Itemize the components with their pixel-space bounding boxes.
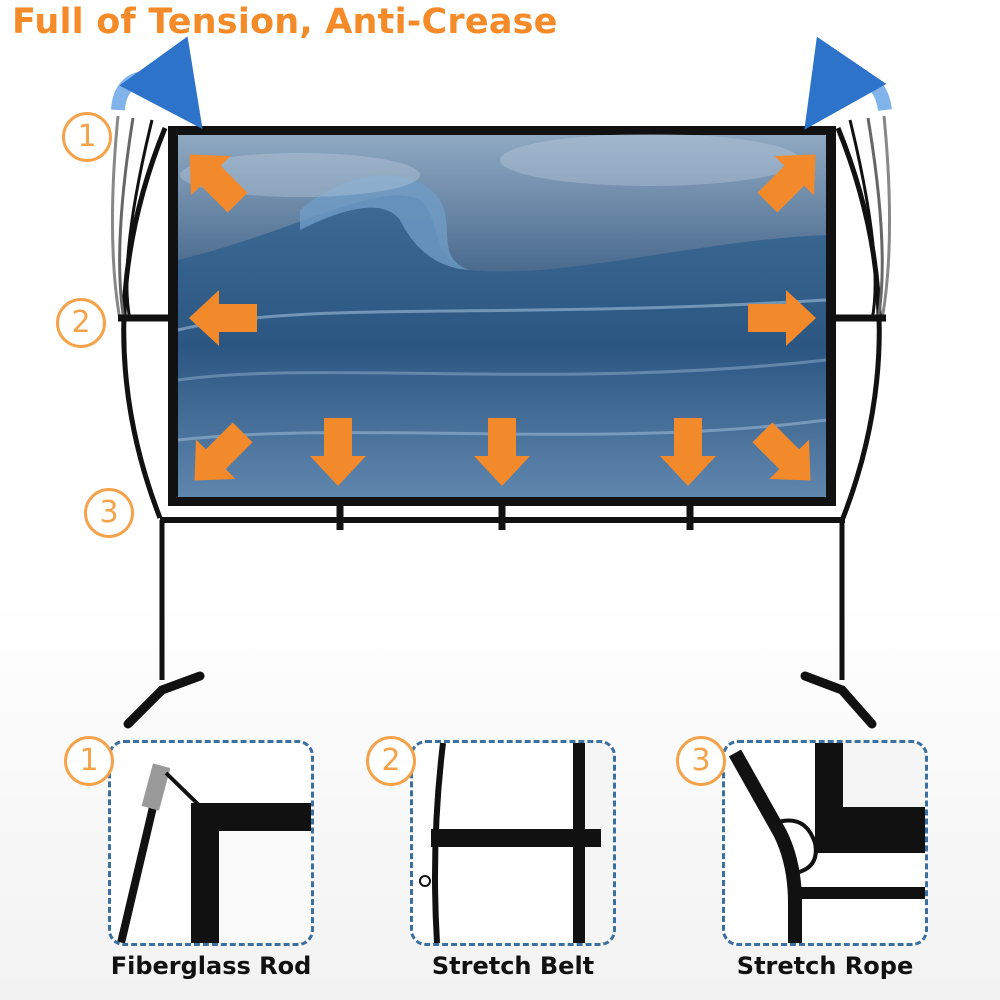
stretch-belt-closeup-icon	[419, 743, 613, 943]
tension-arrow-icon	[748, 290, 816, 346]
ocean-wave-image	[177, 134, 827, 497]
tension-arrow-icon	[752, 422, 811, 481]
tension-arrow-icon	[310, 418, 366, 486]
headline: Full of Tension, Anti-Crease	[12, 2, 558, 42]
detail-number-1: 1	[64, 736, 114, 786]
rotate-arrow-left-icon	[111, 36, 203, 130]
tension-arrow-icon	[194, 422, 253, 481]
detail-panel-stretch-rope	[722, 740, 928, 946]
stretch-rope-closeup-icon	[728, 743, 925, 943]
caption-stretch-belt: Stretch Belt	[431, 952, 595, 980]
tension-arrow-icon	[660, 418, 716, 486]
fiberglass-rod-closeup-icon	[117, 763, 311, 943]
detail-panel-fiberglass-rod	[108, 740, 314, 946]
callout-number-1: 1	[62, 112, 112, 162]
callout-number-3: 3	[84, 488, 134, 538]
caption-fiberglass-rod: Fiberglass Rod	[110, 952, 312, 980]
screen-stand	[110, 115, 892, 729]
callout-number-2: 2	[56, 298, 106, 348]
tension-arrow-icon	[189, 290, 257, 346]
tension-arrow-icon	[189, 154, 248, 213]
tension-arrow-icon	[757, 154, 816, 213]
detail-number-2: 2	[366, 736, 416, 786]
detail-panel-stretch-belt	[410, 740, 616, 946]
detail-number-3: 3	[676, 736, 726, 786]
tension-arrow-icon	[474, 418, 530, 486]
rotate-arrow-right-icon	[804, 36, 892, 130]
caption-stretch-rope: Stretch Rope	[736, 952, 914, 980]
tension-arrows	[189, 154, 816, 486]
